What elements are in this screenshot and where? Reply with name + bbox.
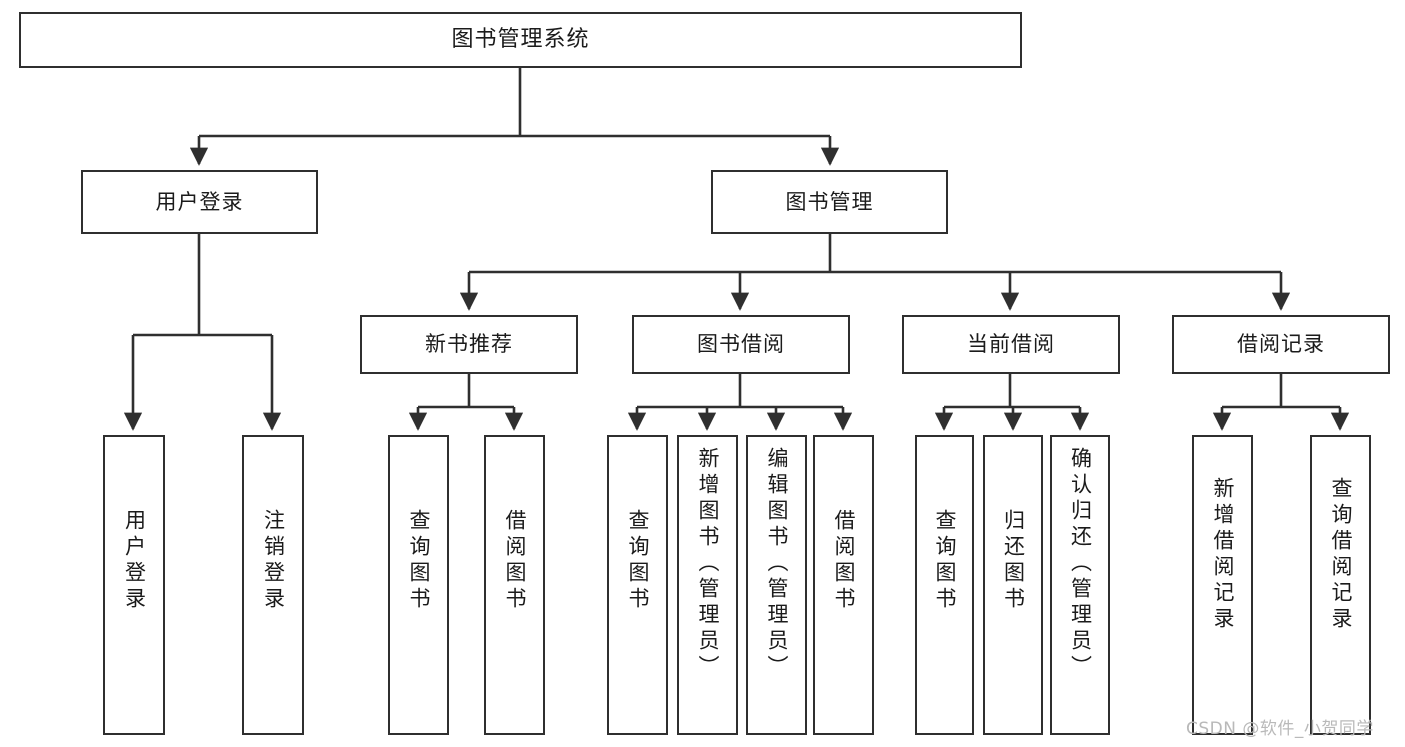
leaf-borrow-record-query-record[interactable]: 查询借阅记录 (1310, 435, 1371, 735)
node-label: 新书推荐 (425, 332, 513, 357)
node-label: 用户登录 (155, 189, 244, 214)
node-user-login[interactable]: 用户登录 (81, 170, 318, 234)
node-label: 借阅记录 (1237, 332, 1325, 357)
node-label: 新增图书（管理员） (696, 447, 720, 681)
node-root-system[interactable]: 图书管理系统 (19, 12, 1022, 68)
leaf-current-borrow-query-book[interactable]: 查询图书 (915, 435, 974, 735)
watermark: CSDN @软件_小贺同学 (1186, 719, 1374, 739)
leaf-book-borrow-add-book[interactable]: 新增图书（管理员） (677, 435, 738, 735)
node-label: 注销登录 (261, 509, 286, 613)
node-label: 查询图书 (407, 509, 431, 613)
leaf-current-borrow-return-book[interactable]: 归还图书 (983, 435, 1043, 735)
node-label: 查询图书 (933, 509, 957, 613)
leaf-new-book-query-book[interactable]: 查询图书 (388, 435, 449, 735)
node-label: 确认归还（管理员） (1068, 447, 1093, 681)
node-label: 查询图书 (626, 509, 650, 613)
leaf-user-login-login[interactable]: 用户登录 (103, 435, 165, 735)
node-label: 图书管理系统 (451, 27, 590, 53)
node-book-borrow[interactable]: 图书借阅 (632, 315, 850, 374)
node-label: 借阅图书 (503, 509, 527, 613)
leaf-book-borrow-borrow-book[interactable]: 借阅图书 (813, 435, 874, 735)
leaf-book-borrow-edit-book[interactable]: 编辑图书（管理员） (746, 435, 807, 735)
node-label: 用户登录 (122, 509, 147, 613)
node-label: 图书借阅 (697, 332, 785, 357)
node-label: 归还图书 (1001, 509, 1026, 613)
node-label: 查询借阅记录 (1329, 477, 1353, 633)
leaf-new-book-borrow-book[interactable]: 借阅图书 (484, 435, 545, 735)
node-label: 新增借阅记录 (1211, 477, 1235, 633)
leaf-user-login-logout[interactable]: 注销登录 (242, 435, 304, 735)
node-label: 图书管理 (785, 189, 874, 214)
node-borrow-record[interactable]: 借阅记录 (1172, 315, 1390, 374)
leaf-borrow-record-add-record[interactable]: 新增借阅记录 (1192, 435, 1253, 735)
node-new-book-recommend[interactable]: 新书推荐 (360, 315, 578, 374)
node-current-borrow[interactable]: 当前借阅 (902, 315, 1120, 374)
node-label: 借阅图书 (832, 509, 856, 613)
node-book-management[interactable]: 图书管理 (711, 170, 948, 234)
node-label: 当前借阅 (967, 332, 1055, 357)
leaf-current-borrow-confirm-return[interactable]: 确认归还（管理员） (1050, 435, 1110, 735)
leaf-book-borrow-query-book[interactable]: 查询图书 (607, 435, 668, 735)
node-label: 编辑图书（管理员） (765, 447, 789, 681)
